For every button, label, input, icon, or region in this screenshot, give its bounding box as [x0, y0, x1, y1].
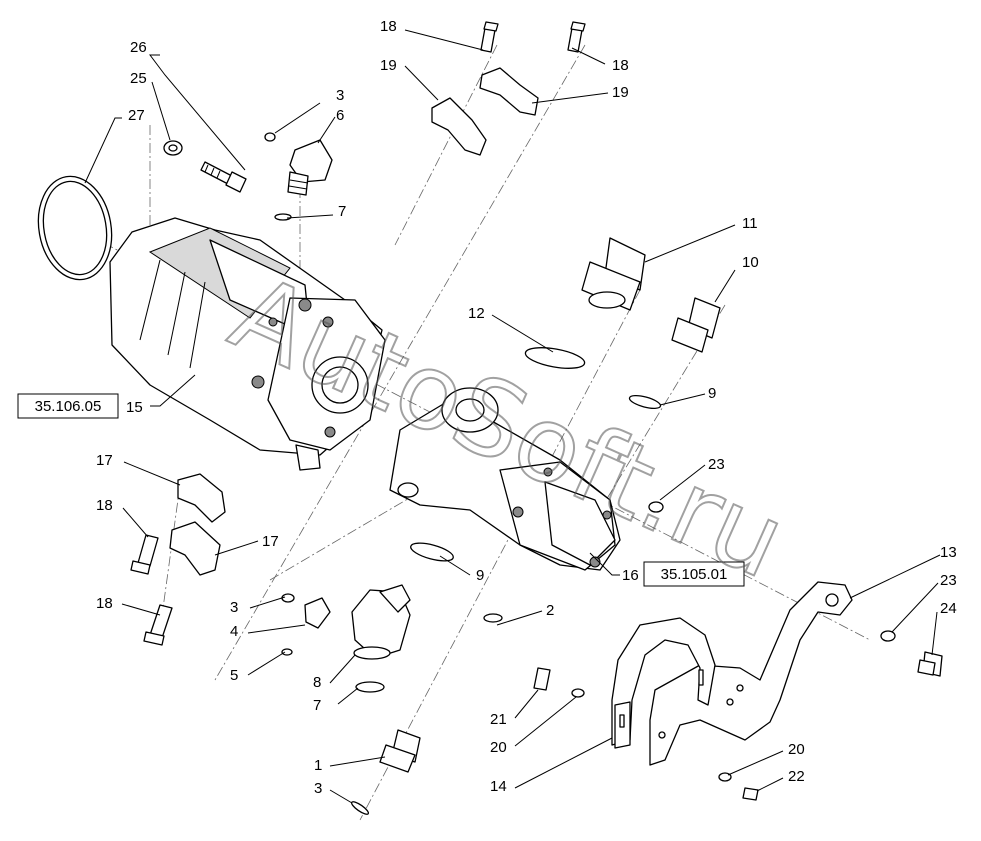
callout-15: 15 — [126, 399, 143, 416]
straight-fitting-part — [350, 729, 421, 815]
callout-18-top-right: 18 — [612, 57, 629, 74]
washer-part — [163, 140, 183, 156]
callout-9-bottom: 9 — [476, 567, 484, 584]
callout-8: 8 — [313, 674, 321, 691]
callout-19-right: 19 — [612, 84, 629, 101]
callout-4: 4 — [230, 623, 238, 640]
reference-label-motor: 35.105.01 — [661, 566, 728, 583]
washer-part — [880, 630, 896, 642]
callout-6: 6 — [336, 107, 344, 124]
seal-ring-part — [264, 132, 292, 221]
callout-24: 24 — [940, 600, 957, 617]
callout-27: 27 — [128, 107, 145, 124]
reference-label-pump: 35.106.05 — [35, 398, 102, 415]
bracket-part — [169, 473, 226, 576]
seal-ring-part — [410, 347, 664, 623]
bolt-part — [130, 534, 173, 646]
callout-7-top: 7 — [338, 203, 346, 220]
callout-labels: 26 25 27 3 6 7 18 19 18 19 11 10 12 9 15… — [96, 18, 957, 797]
callout-9-right: 9 — [708, 385, 716, 402]
callout-14: 14 — [490, 778, 507, 795]
callout-3-top: 3 — [336, 87, 344, 104]
bolt-part — [480, 21, 586, 53]
callout-16: 16 — [622, 567, 639, 584]
banjo-fitting-part — [351, 584, 411, 693]
callout-23-center: 23 — [708, 456, 725, 473]
callout-18-left: 18 — [96, 497, 113, 514]
small-fitting-part — [671, 297, 721, 353]
callout-3-left: 3 — [230, 599, 238, 616]
callout-5: 5 — [230, 667, 238, 684]
callout-7-bottom: 7 — [313, 697, 321, 714]
support-bracket-part — [611, 617, 716, 749]
callout-20-right: 20 — [788, 741, 805, 758]
bracket-part — [431, 67, 539, 156]
reference-box-motor[interactable]: 35.105.01 — [643, 561, 745, 587]
o-ring-part — [37, 175, 113, 281]
callout-17-right: 17 — [262, 533, 279, 550]
bolt-part — [200, 161, 247, 193]
callout-12: 12 — [468, 305, 485, 322]
callout-10: 10 — [742, 254, 759, 271]
small-bolt-part — [533, 667, 759, 801]
hydraulic-motor-part — [389, 387, 621, 571]
callout-26: 26 — [130, 39, 147, 56]
callout-1: 1 — [314, 757, 322, 774]
bolt-part — [917, 651, 943, 677]
elbow-fitting-part — [287, 139, 333, 196]
hydraulic-pump-part — [109, 217, 386, 471]
callout-23-right: 23 — [940, 572, 957, 589]
callout-18-bottom-left: 18 — [96, 595, 113, 612]
callout-2: 2 — [546, 602, 554, 619]
callout-13: 13 — [940, 544, 957, 561]
leader-lines — [84, 29, 941, 804]
callout-22: 22 — [788, 768, 805, 785]
mounting-plate-part — [649, 581, 853, 766]
reference-box-pump[interactable]: 35.106.05 — [17, 393, 119, 419]
callout-19-left: 19 — [380, 57, 397, 74]
callout-18-top-left: 18 — [380, 18, 397, 35]
small-elbow-part — [281, 593, 331, 656]
callout-17-left: 17 — [96, 452, 113, 469]
callout-25: 25 — [130, 70, 147, 87]
callout-11: 11 — [742, 215, 758, 232]
large-fitting-part — [581, 237, 646, 311]
callout-3-bottom: 3 — [314, 780, 322, 797]
callout-20-left: 20 — [490, 739, 507, 756]
callout-21: 21 — [490, 711, 507, 728]
